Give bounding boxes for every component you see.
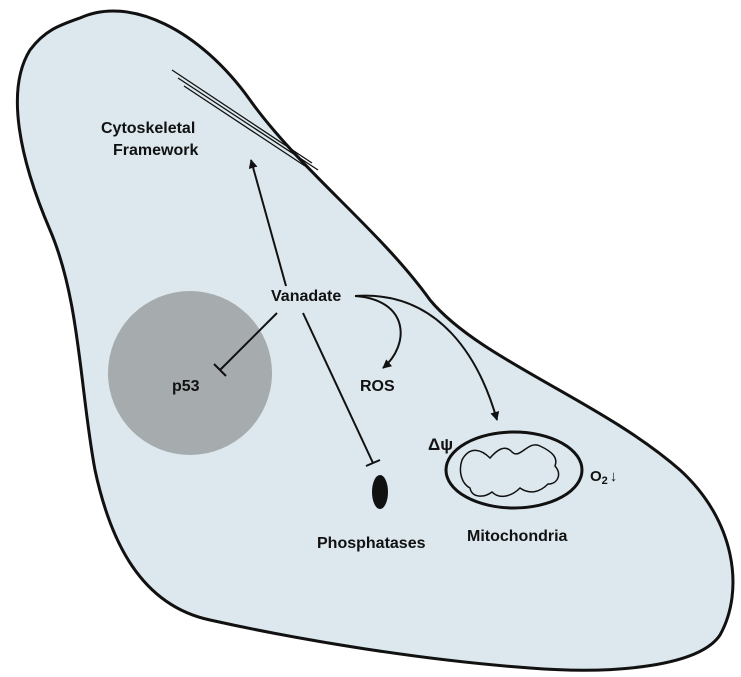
mitochondrion: [446, 432, 582, 508]
label-delta-psi: Δψ: [428, 435, 453, 454]
label-o2-arrow: ↓: [610, 468, 618, 485]
phosphatase-body: [372, 475, 388, 509]
label-ros: ROS: [360, 378, 395, 395]
label-p53: p53: [172, 378, 200, 395]
label-cytoskeletal: Cytoskeletal: [101, 120, 195, 137]
label-framework: Framework: [113, 142, 198, 159]
label-o2-base: O: [590, 468, 602, 485]
label-phosphatases: Phosphatases: [317, 535, 426, 552]
label-o2-subscript: 2: [602, 475, 608, 487]
nucleus: [108, 291, 272, 455]
label-vanadate: Vanadate: [271, 288, 341, 305]
label-mitochondria: Mitochondria: [467, 528, 568, 545]
